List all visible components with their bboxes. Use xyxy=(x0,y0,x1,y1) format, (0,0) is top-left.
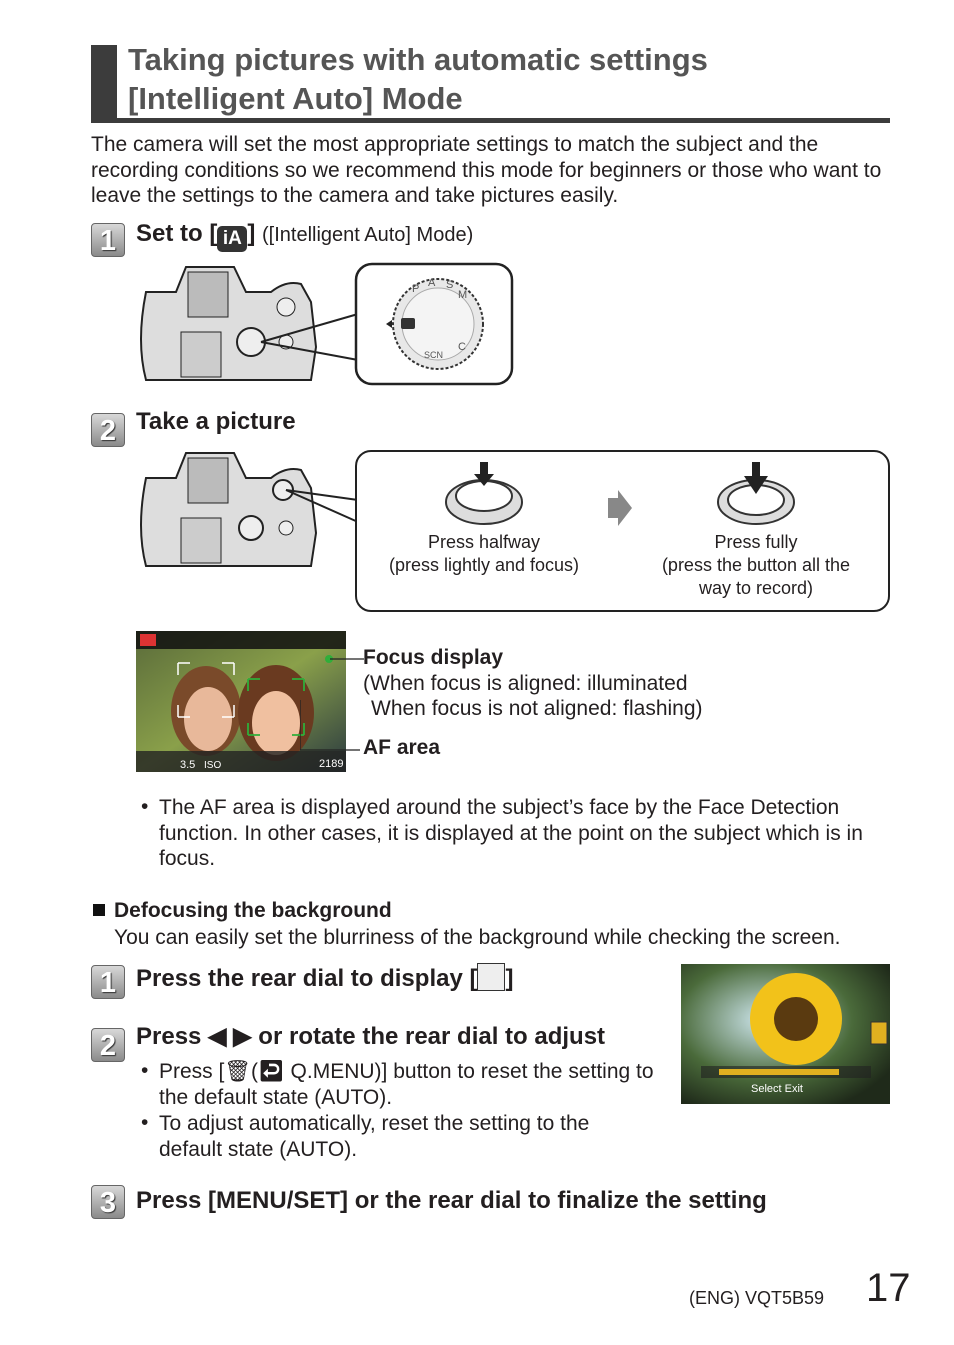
callout-leader-lines xyxy=(300,658,364,751)
title-bar-accent xyxy=(91,45,117,122)
dial-mark-c: C xyxy=(458,341,466,353)
camera-top-illustration-1: P A S M SCN C xyxy=(140,262,514,386)
arrow-right-icon xyxy=(608,490,632,526)
shutter-halfway-icon xyxy=(445,462,523,525)
step-2-badge: 2 xyxy=(91,413,125,447)
ia-mode-icon: iA xyxy=(217,226,248,252)
focus-display-label: Focus display (When focus is aligned: il… xyxy=(363,646,703,720)
b-step-2-bullet-1: • Press [🗑(↩ Q.MENU)] button to reset th… xyxy=(141,1059,654,1109)
camera-top-illustration-2 xyxy=(140,452,359,567)
page-number: 17 xyxy=(866,1266,911,1310)
square-bullet-icon xyxy=(93,904,105,916)
b-step-3-label: Press [MENU/SET] or the rear dial to fin… xyxy=(136,1187,767,1214)
focus-indicator xyxy=(325,655,333,663)
return-icon: ↩ xyxy=(258,1060,285,1083)
intro-paragraph: The camera will set the most appropriate… xyxy=(91,133,882,207)
step-2-label: Take a picture xyxy=(136,408,296,435)
dial-mark-p: P xyxy=(412,283,419,295)
b-step-1-label: Press the rear dial to display [] xyxy=(136,963,514,992)
defocus-intro: You can easily set the blurriness of the… xyxy=(114,926,841,949)
svg-text:Select Exit: Select Exit xyxy=(751,1083,803,1095)
shutter-callout xyxy=(355,450,890,612)
step-1-badge: 1 xyxy=(91,223,125,257)
sunflower-preview-photo: Select Exit xyxy=(681,964,890,1104)
b-step-3-badge: 3 xyxy=(91,1185,125,1219)
title-line-1: Taking pictures with automatic settings xyxy=(128,42,708,77)
svg-text:ISO: ISO xyxy=(204,760,221,771)
af-area-label: AF area xyxy=(363,736,441,759)
svg-text:3.5: 3.5 xyxy=(180,759,195,771)
lcd-preview-photo: 3.5 ISO 2189 xyxy=(136,631,346,772)
defocus-heading: Defocusing the background xyxy=(93,898,392,924)
shutter-fully-icon xyxy=(717,462,795,525)
defocus-icon xyxy=(477,963,506,991)
af-note: • The AF area is displayed around the su… xyxy=(141,795,863,870)
dial-mark-m: M xyxy=(458,289,467,301)
trash-icon: 🗑 xyxy=(224,1060,252,1083)
title-underline xyxy=(91,118,890,123)
b-step-2-bullet-2: • To adjust automatically, reset the set… xyxy=(141,1111,590,1161)
step-1-label: Set to [iA] ([Intelligent Auto] Mode) xyxy=(136,220,473,252)
press-halfway-caption: Press halfway (press lightly and focus) xyxy=(388,532,580,575)
page-title: Taking pictures with automatic settings … xyxy=(128,40,708,118)
dial-mark-scn: SCN xyxy=(424,350,443,360)
b-step-1-badge: 1 xyxy=(91,965,125,999)
press-fully-caption: Press fully (press the button all the wa… xyxy=(661,532,851,598)
title-line-2: [Intelligent Auto] Mode xyxy=(128,81,463,116)
b-step-2-label: Press ◀ ▶ or rotate the rear dial to adj… xyxy=(136,1023,606,1050)
footer-code: (ENG) VQT5B59 xyxy=(689,1288,825,1308)
svg-text:2189: 2189 xyxy=(319,758,343,770)
dial-mark-s: S xyxy=(446,279,453,291)
b-step-2-badge: 2 xyxy=(91,1028,125,1062)
dial-ia-icon xyxy=(401,318,415,329)
dial-mark-a: A xyxy=(428,277,436,289)
